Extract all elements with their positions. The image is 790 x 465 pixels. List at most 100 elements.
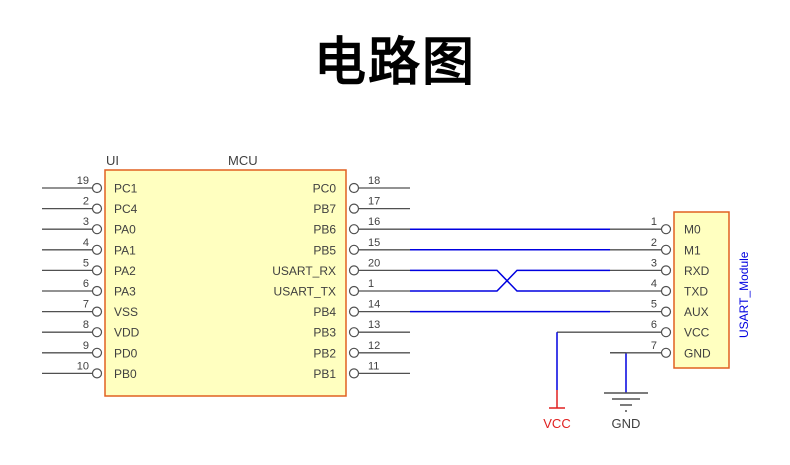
pin-name: USART_RX (272, 264, 336, 278)
pin-terminal (91, 224, 103, 235)
pin-terminal (660, 306, 672, 317)
pin-name: PC4 (114, 202, 138, 216)
pin-terminal (348, 224, 360, 235)
pin-name: PB7 (313, 202, 336, 216)
pin-name: VDD (114, 326, 140, 340)
pin-terminal (91, 285, 103, 297)
vcc-symbol: VCC (543, 390, 571, 431)
pin-number: 8 (83, 319, 89, 331)
page-title: 电路图 (313, 33, 476, 93)
pin-terminal (348, 182, 360, 194)
pin-number: 4 (651, 278, 657, 290)
pin-terminal (660, 224, 672, 235)
mcu-name: MCU (228, 153, 258, 168)
pin-terminal (348, 347, 360, 358)
power-symbols: VCC GND (543, 390, 648, 431)
usart-module-body (673, 211, 730, 369)
module-pin-m0: 1M0 (610, 216, 701, 237)
pin-name: PB1 (313, 367, 336, 381)
gnd-symbol: GND (604, 392, 648, 431)
pin-name: PB6 (313, 223, 336, 237)
pin-terminal (660, 347, 672, 358)
pin-number: 5 (651, 299, 657, 311)
pin-number: 20 (368, 257, 380, 269)
pin-number: 6 (83, 278, 89, 290)
pin-name: PB0 (114, 367, 137, 381)
pin-number: 10 (77, 360, 89, 372)
pin-number: 13 (368, 319, 380, 331)
pin-name: AUX (684, 305, 709, 319)
usart-module-name: USART_Module (737, 251, 751, 338)
mcu-body (104, 169, 347, 397)
pin-terminal (348, 306, 360, 317)
pin-name: VSS (114, 305, 138, 319)
pin-number: 7 (651, 340, 657, 352)
pin-number: 11 (368, 360, 379, 372)
pin-name: USART_TX (274, 285, 336, 299)
usart-module-component: USART_Module (673, 211, 751, 369)
pin-terminal (348, 244, 360, 255)
pin-name: PC0 (313, 182, 337, 196)
pin-number: 16 (368, 216, 380, 228)
pin-number: 9 (83, 340, 89, 352)
pin-number: 7 (83, 299, 89, 311)
pin-number: 5 (83, 257, 89, 269)
pin-terminal (91, 327, 103, 338)
pin-number: 17 (368, 196, 380, 208)
pin-name: VCC (684, 326, 710, 340)
pin-terminal (91, 203, 103, 214)
mcu-designator: UI (106, 153, 119, 168)
pin-number: 18 (368, 175, 380, 187)
pin-terminal (348, 265, 360, 276)
pin-terminal (91, 182, 103, 194)
pin-terminal (91, 306, 103, 317)
pin-terminal (348, 368, 360, 379)
pin-name: M0 (684, 223, 701, 237)
pin-name: GND (684, 346, 711, 360)
pin-name: M1 (684, 243, 701, 257)
pin-number: 14 (368, 299, 380, 311)
wire-usart-rx-to-txd (410, 269, 610, 292)
pin-name: PB5 (313, 243, 336, 257)
wire-usart-tx-to-rxd (410, 269, 610, 292)
mcu-left-pins: 19PC12PC43PA04PA15PA26PA37VSS8VDD9PD010P… (42, 175, 140, 381)
pin-name: PA0 (114, 223, 136, 237)
pin-terminal (660, 285, 672, 297)
pin-name: RXD (684, 264, 710, 278)
pin-terminal (91, 265, 103, 276)
pin-name: PC1 (114, 182, 138, 196)
pin-name: PA1 (114, 243, 136, 257)
pin-terminal (660, 327, 672, 338)
mcu-component: UI MCU (104, 153, 347, 397)
pin-number: 15 (368, 237, 380, 249)
pin-number: 4 (83, 237, 89, 249)
pin-number: 2 (83, 196, 89, 208)
pin-terminal (348, 285, 360, 297)
pin-terminal (91, 244, 103, 255)
pin-name: PD0 (114, 346, 138, 360)
pin-terminal (660, 244, 672, 255)
pin-name: PA3 (114, 285, 136, 299)
